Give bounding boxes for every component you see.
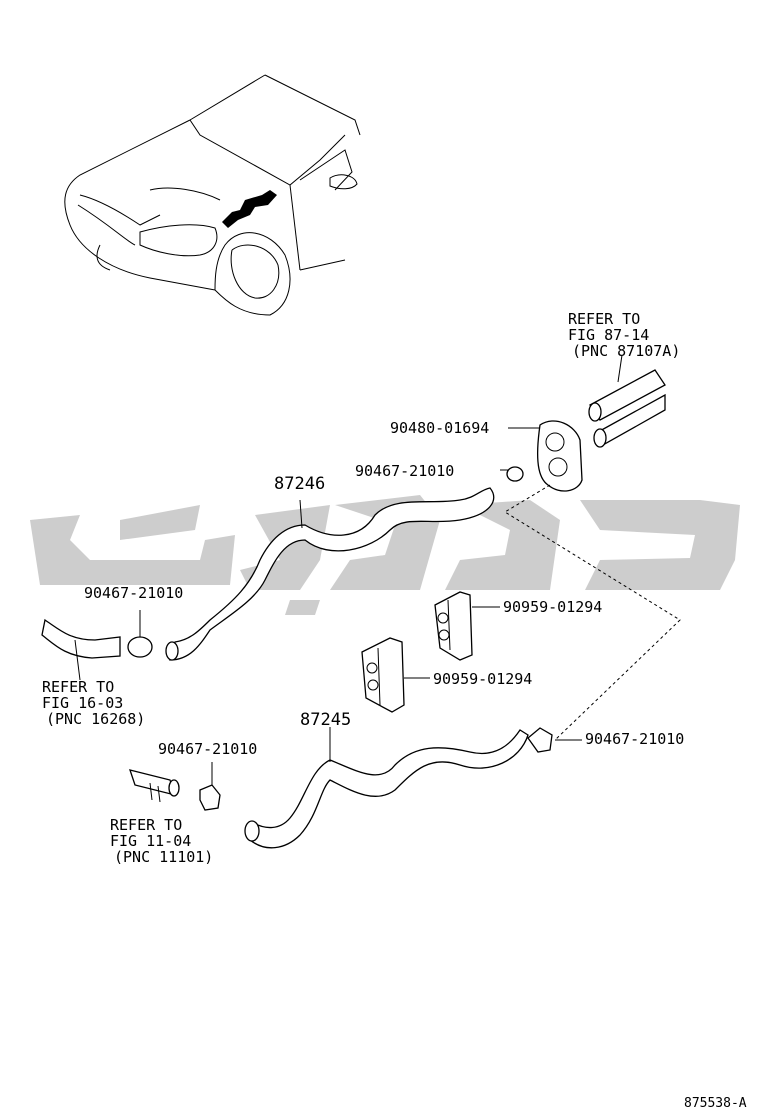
ref-top-line3: (PNC 87107A)	[572, 342, 681, 360]
hose-upper	[165, 487, 495, 661]
ref-top-line2: FIG 87-14	[568, 326, 650, 344]
clip-lower	[361, 637, 430, 713]
clamp-right	[527, 727, 582, 753]
ref-lower-line2: FIG 11-04	[110, 832, 192, 850]
grommet	[508, 420, 583, 492]
label-clamp-left: 90467-21010	[84, 584, 184, 602]
clamp-left	[127, 610, 153, 658]
ref-top-line1: REFER TO	[568, 310, 641, 328]
label-clamp-right: 90467-21010	[585, 730, 685, 748]
ref-left-line3: (PNC 16268)	[46, 710, 146, 728]
ref-lower-line3: (PNC 11101)	[114, 848, 214, 866]
hose-lower	[244, 727, 529, 849]
clip-upper	[434, 591, 500, 661]
heater-pipes	[588, 354, 666, 448]
label-grommet-top: 90480-01694	[390, 419, 490, 437]
label-clip-lower: 90959-01294	[433, 670, 533, 688]
clamp-lower-left	[199, 762, 221, 811]
label-hose-upper: 87246	[274, 474, 326, 494]
ref-left-line1: REFER TO	[42, 678, 115, 696]
label-clamp-top: 90467-21010	[355, 462, 455, 480]
ref-left-line2: FIG 16-03	[42, 694, 124, 712]
routing-dashed-line	[504, 484, 681, 741]
engine-pipe-lower	[129, 769, 180, 803]
car-illustration	[64, 74, 361, 316]
label-clamp-lower-left: 90467-21010	[158, 740, 258, 758]
engine-pipe-left	[41, 618, 121, 681]
figure-code: 875538-A	[684, 1096, 747, 1111]
ref-lower-line1: REFER TO	[110, 816, 183, 834]
clamp-top	[500, 466, 524, 482]
label-clip-upper: 90959-01294	[503, 598, 603, 616]
label-hose-lower: 87245	[300, 710, 352, 730]
